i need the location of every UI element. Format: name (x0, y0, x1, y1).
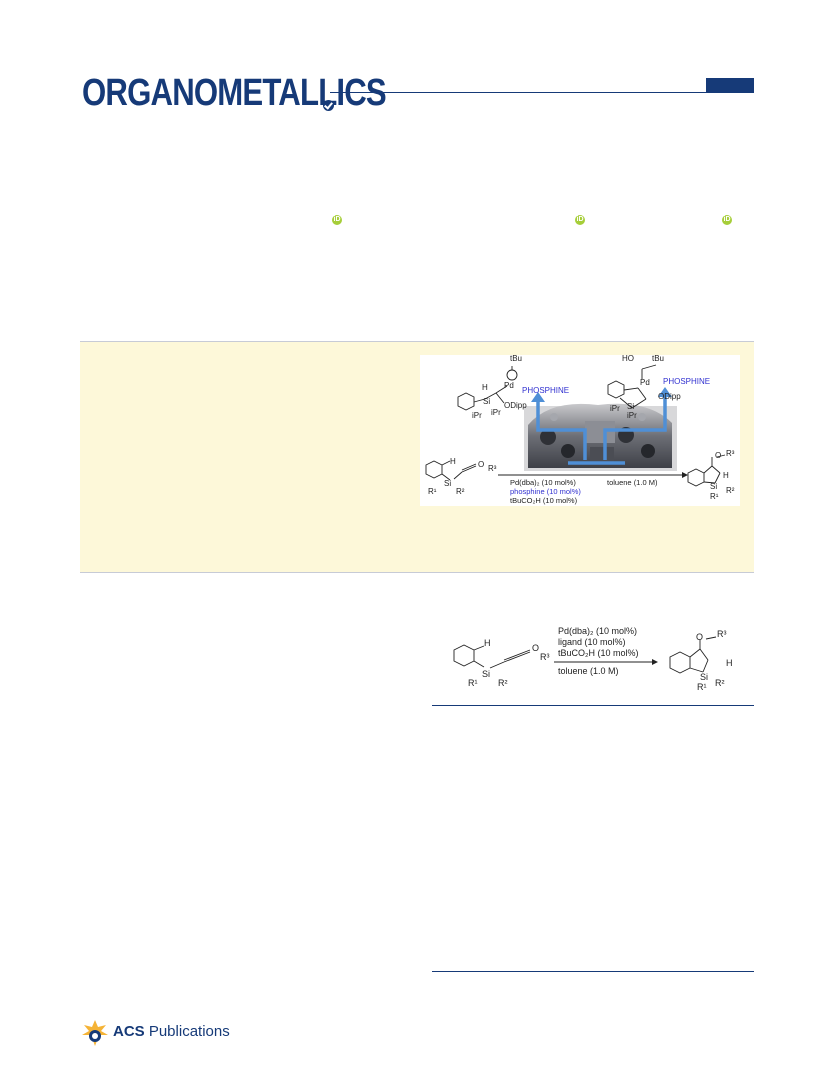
label-ipr: iPr (472, 411, 482, 420)
condition-solvent: toluene (1.0 M) (558, 666, 619, 676)
label-r3: R³ (488, 464, 497, 473)
header-tab (706, 78, 754, 93)
label-si: Si (444, 479, 452, 488)
header-rule (330, 92, 754, 93)
condition-phosphine: phosphine (10 mol%) (510, 487, 581, 496)
label-odipp: ODipp (658, 392, 681, 401)
scheme-rule-bottom (432, 971, 754, 972)
label-o: O (715, 451, 722, 460)
label-r2: R² (456, 487, 465, 496)
label-h: H (450, 457, 456, 466)
label-h: H (482, 383, 488, 392)
mechanism-arrows (536, 395, 667, 465)
label-r3: R³ (717, 629, 727, 639)
engine-photo (524, 403, 677, 471)
label-o: O (532, 643, 540, 653)
label-r3: R³ (540, 652, 550, 662)
toc-graphic: tBu Pd H PHOSPHINE Si ODipp iPr iPr HO t… (420, 355, 740, 506)
label-ipr: iPr (627, 411, 637, 420)
label-tbu: tBu (510, 354, 523, 363)
label-si: Si (482, 669, 491, 679)
label-o: O (478, 460, 485, 469)
condition-ligand: ligand (10 mol%) (558, 637, 626, 647)
label-ipr: iPr (491, 408, 501, 417)
label-phosphine-left: PHOSPHINE (522, 386, 570, 395)
label-tbu: tBu (652, 354, 665, 363)
label-r1: R¹ (697, 682, 707, 692)
scheme-rule-top (432, 705, 754, 706)
label-h: H (484, 638, 491, 648)
label-r3: R³ (726, 449, 735, 458)
label-r2: R² (498, 678, 508, 688)
orcid-icon[interactable]: iD (575, 215, 585, 225)
label-r2: R² (715, 678, 725, 688)
label-si: Si (710, 482, 718, 491)
label-o: O (696, 632, 704, 642)
orcid-icon[interactable]: iD (722, 215, 732, 225)
condition-catalyst: Pd(dba)₂ (10 mol%) (558, 626, 638, 636)
label-h: H (726, 658, 733, 668)
label-si: Si (627, 402, 635, 411)
label-r1: R¹ (710, 492, 719, 501)
label-r1: R¹ (428, 487, 437, 496)
condition-solvent: toluene (1.0 M) (607, 478, 658, 487)
label-r1: R¹ (468, 678, 478, 688)
label-si: Si (483, 397, 491, 406)
reaction-scheme: H O R³ Si R¹ R² Pd(dba)₂ (10 mol%) ligan… (432, 620, 754, 710)
label-pd: Pd (504, 381, 514, 390)
journal-title: ORGANOMETALLICS (82, 72, 387, 114)
label-h: H (723, 471, 729, 480)
label-si: Si (700, 672, 709, 682)
label-r2: R² (726, 486, 735, 495)
orcid-icon[interactable]: iD (332, 215, 342, 225)
condition-acid: tBuCO₂H (10 mol%) (558, 648, 639, 658)
label-phosphine-right: PHOSPHINE (663, 377, 711, 386)
label-odipp: ODipp (504, 401, 527, 410)
verified-check-icon (323, 100, 334, 111)
condition-acid: tBuCO₂H (10 mol%) (510, 496, 578, 505)
condition-catalyst: Pd(dba)₂ (10 mol%) (510, 478, 576, 487)
label-ipr: iPr (610, 404, 620, 413)
label-ho: HO (622, 354, 634, 363)
acs-publications-wordmark: ACS Publications (113, 1023, 230, 1040)
label-pd: Pd (640, 378, 650, 387)
acs-logo-icon (80, 1019, 110, 1047)
